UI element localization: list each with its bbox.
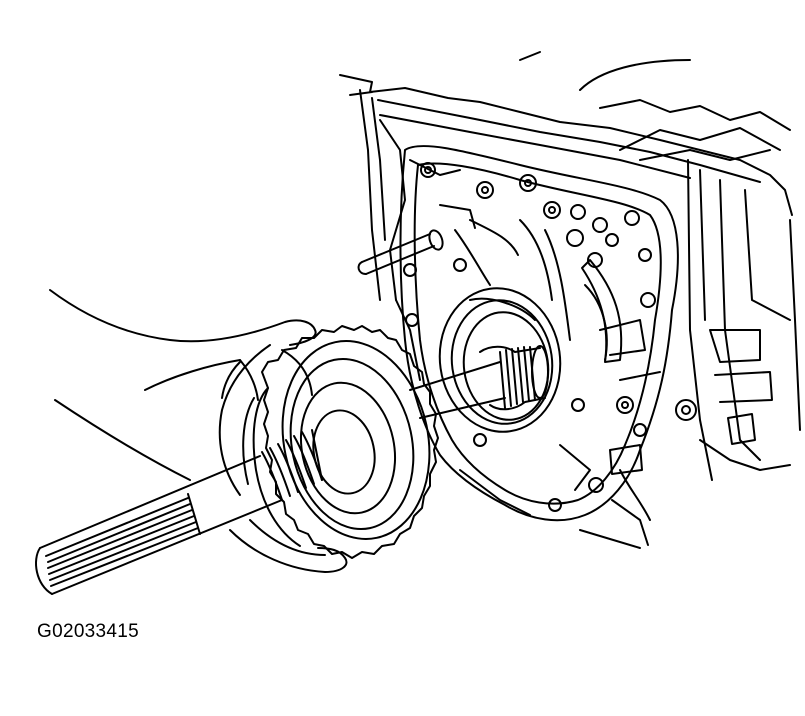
- input-shaft: [409, 345, 549, 419]
- technical-illustration: [35, 51, 801, 595]
- output-shaft: [35, 429, 323, 595]
- figure-code-label: G02033415: [37, 621, 140, 642]
- locating-pin: [357, 229, 444, 275]
- detail-lines: [519, 51, 691, 549]
- hands: [49, 289, 348, 573]
- oil-pump-plate: [399, 145, 679, 546]
- transmission-case: [339, 74, 801, 481]
- oil-seal: [438, 287, 562, 433]
